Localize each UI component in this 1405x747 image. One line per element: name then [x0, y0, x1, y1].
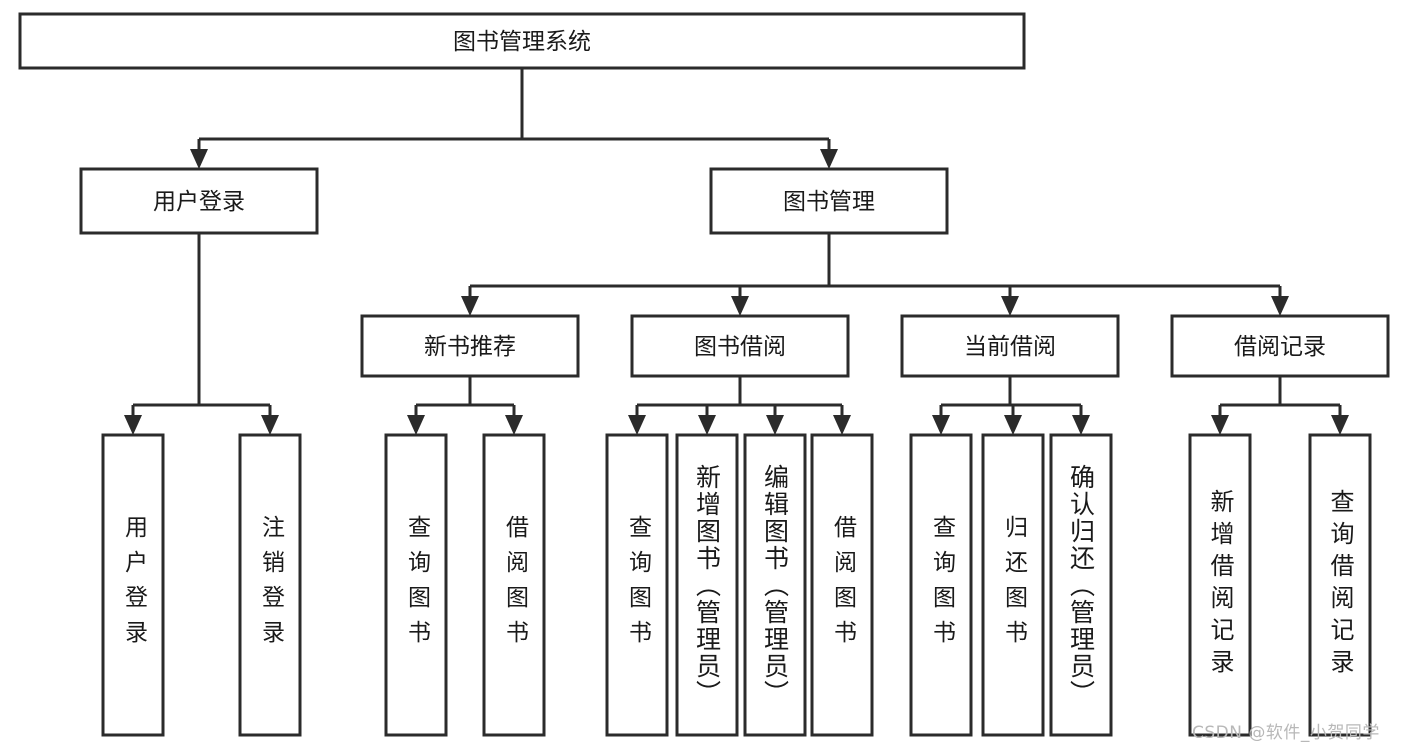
- node-book-management[interactable]: [709, 167, 949, 235]
- arrow-head-icon: [820, 149, 838, 169]
- node-label-book-borrow: 图书借阅: [694, 334, 786, 360]
- node-label-book-management: 图书管理: [783, 189, 875, 215]
- node-borrow-record[interactable]: [1170, 314, 1390, 378]
- node-leaf-borrow-book-recommend[interactable]: [482, 433, 546, 737]
- node-label-new-book-recommend: 新书推荐: [424, 334, 516, 360]
- node-label-user-login: 用户登录: [153, 189, 245, 215]
- node-layer: [18, 12, 1390, 737]
- arrow-head-icon: [1331, 415, 1349, 435]
- arrow-head-icon: [190, 149, 208, 169]
- node-new-book-recommend[interactable]: [360, 314, 580, 378]
- arrow-head-icon: [731, 296, 749, 316]
- arrow-head-icon: [1001, 296, 1019, 316]
- arrow-head-icon: [628, 415, 646, 435]
- arrow-head-icon: [461, 296, 479, 316]
- node-leaf-query-book-recommend[interactable]: [384, 433, 448, 737]
- node-book-borrow[interactable]: [630, 314, 850, 378]
- node-label-root: 图书管理系统: [453, 29, 591, 55]
- node-leaf-edit-book-admin[interactable]: [743, 433, 807, 737]
- arrow-head-icon: [505, 415, 523, 435]
- arrow-head-icon: [1211, 415, 1229, 435]
- arrow-head-icon: [698, 415, 716, 435]
- arrow-head-icon: [124, 415, 142, 435]
- node-leaf-return-book[interactable]: [981, 433, 1045, 737]
- arrow-head-icon: [1004, 415, 1022, 435]
- node-leaf-query-borrow-record[interactable]: [1308, 433, 1372, 737]
- arrow-head-icon: [1072, 415, 1090, 435]
- arrow-head-icon: [261, 415, 279, 435]
- node-user-login[interactable]: [79, 167, 319, 235]
- connector-layer: [124, 68, 1349, 435]
- arrow-head-icon: [1271, 296, 1289, 316]
- node-leaf-query-book-borrow[interactable]: [605, 433, 669, 737]
- node-leaf-query-book-current[interactable]: [909, 433, 973, 737]
- node-leaf-confirm-return-admin[interactable]: [1049, 433, 1113, 737]
- node-leaf-add-book-admin[interactable]: [675, 433, 739, 737]
- node-leaf-logout-login[interactable]: [238, 433, 302, 737]
- arrow-head-icon: [407, 415, 425, 435]
- arrow-head-icon: [932, 415, 950, 435]
- arrow-head-icon: [766, 415, 784, 435]
- node-current-borrow[interactable]: [900, 314, 1120, 378]
- node-leaf-user-login[interactable]: [101, 433, 165, 737]
- node-label-borrow-record: 借阅记录: [1234, 334, 1326, 360]
- csdn-watermark: CSDN @软件_小贺同学: [1192, 723, 1380, 743]
- node-leaf-add-borrow-record[interactable]: [1188, 433, 1252, 737]
- node-leaf-borrow-book[interactable]: [810, 433, 874, 737]
- node-root[interactable]: [18, 12, 1026, 70]
- arrow-head-icon: [833, 415, 851, 435]
- node-label-current-borrow: 当前借阅: [964, 334, 1056, 360]
